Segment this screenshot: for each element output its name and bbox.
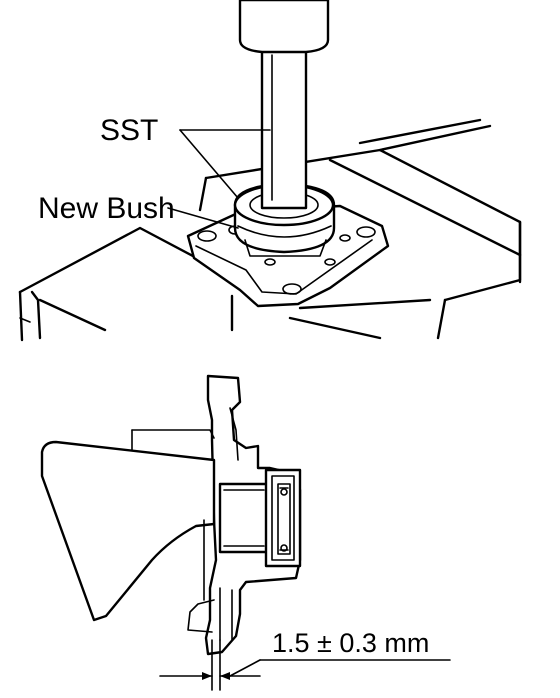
work-block: [198, 118, 522, 340]
sst-label: SST: [100, 114, 158, 147]
new-bush-section: [264, 468, 302, 568]
new-bush-label: New Bush: [38, 192, 175, 225]
sst-leaders: [179, 129, 271, 199]
dimension: [159, 639, 451, 691]
arm: [40, 440, 216, 622]
dimension-label: 1.5 ± 0.3 mm: [272, 628, 429, 658]
top-illustration: SST New Bush: [18, 0, 522, 342]
left-block: [18, 226, 210, 342]
bottom-illustration: 1.5 ± 0.3 mm: [40, 374, 451, 691]
bush-bore: [218, 482, 270, 554]
sst-tool: [238, 0, 330, 210]
new-bush-leader: [167, 207, 239, 229]
bush-collar: [233, 182, 336, 257]
